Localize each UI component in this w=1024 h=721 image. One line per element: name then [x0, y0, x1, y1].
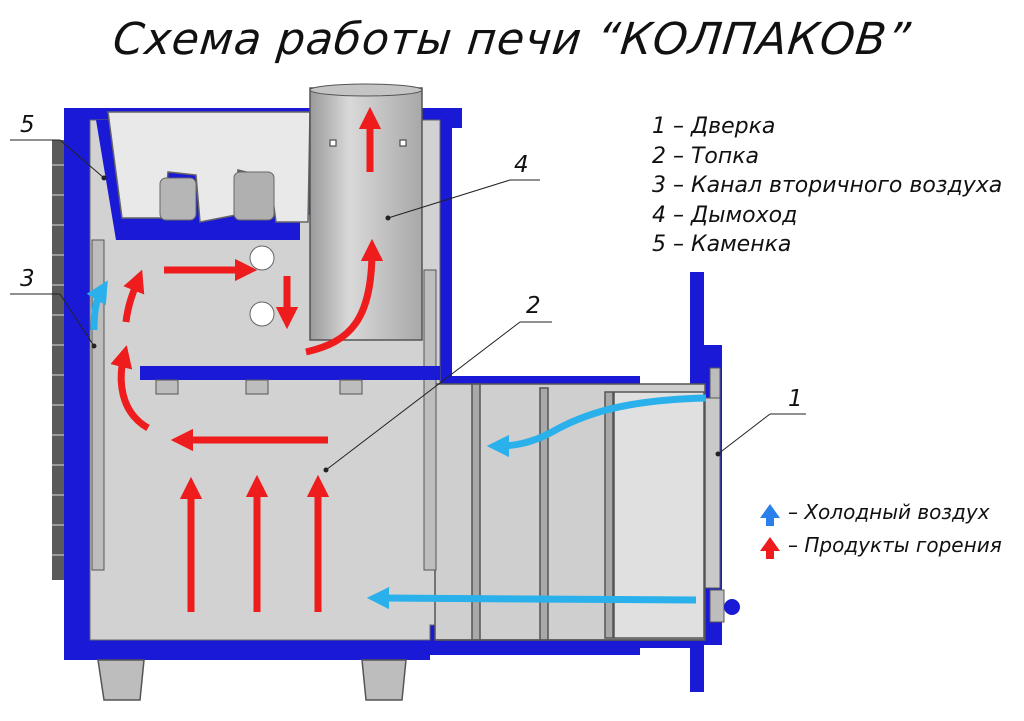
callout-2: 2	[526, 293, 541, 319]
legend-item-firebox: 2 – Топка	[652, 143, 760, 169]
hot-gas-flow	[110, 106, 384, 612]
heat-fins	[52, 140, 66, 580]
hot-gas-key: – Продукты горения	[788, 533, 1002, 557]
grate	[140, 366, 440, 395]
hot-gas-key-arrow	[760, 537, 780, 559]
legend-item-door: 1 – Дверка	[652, 114, 776, 139]
legend-item-chimney: 4 – Дымоход	[652, 202, 798, 228]
cold-air-key: – Холодный воздух	[788, 500, 990, 524]
stone-box	[96, 111, 320, 240]
legs	[97, 659, 407, 701]
parts-legend: 1 – Дверка 2 – Топка 3 – Канал вторичног…	[652, 112, 1002, 260]
legend-item-secondary-air-channel: 3 – Канал вторичного воздуха	[652, 173, 1003, 198]
callout-leaders	[10, 139, 806, 473]
callout-1: 1	[788, 386, 803, 412]
cold-air-key-arrow	[760, 504, 780, 526]
callout-3: 3	[20, 266, 35, 292]
cold-air-flow	[86, 280, 707, 610]
legend-item-stone-box: 5 – Каменка	[652, 232, 792, 257]
callout-4: 4	[514, 152, 529, 178]
callout-5: 5	[20, 112, 35, 138]
